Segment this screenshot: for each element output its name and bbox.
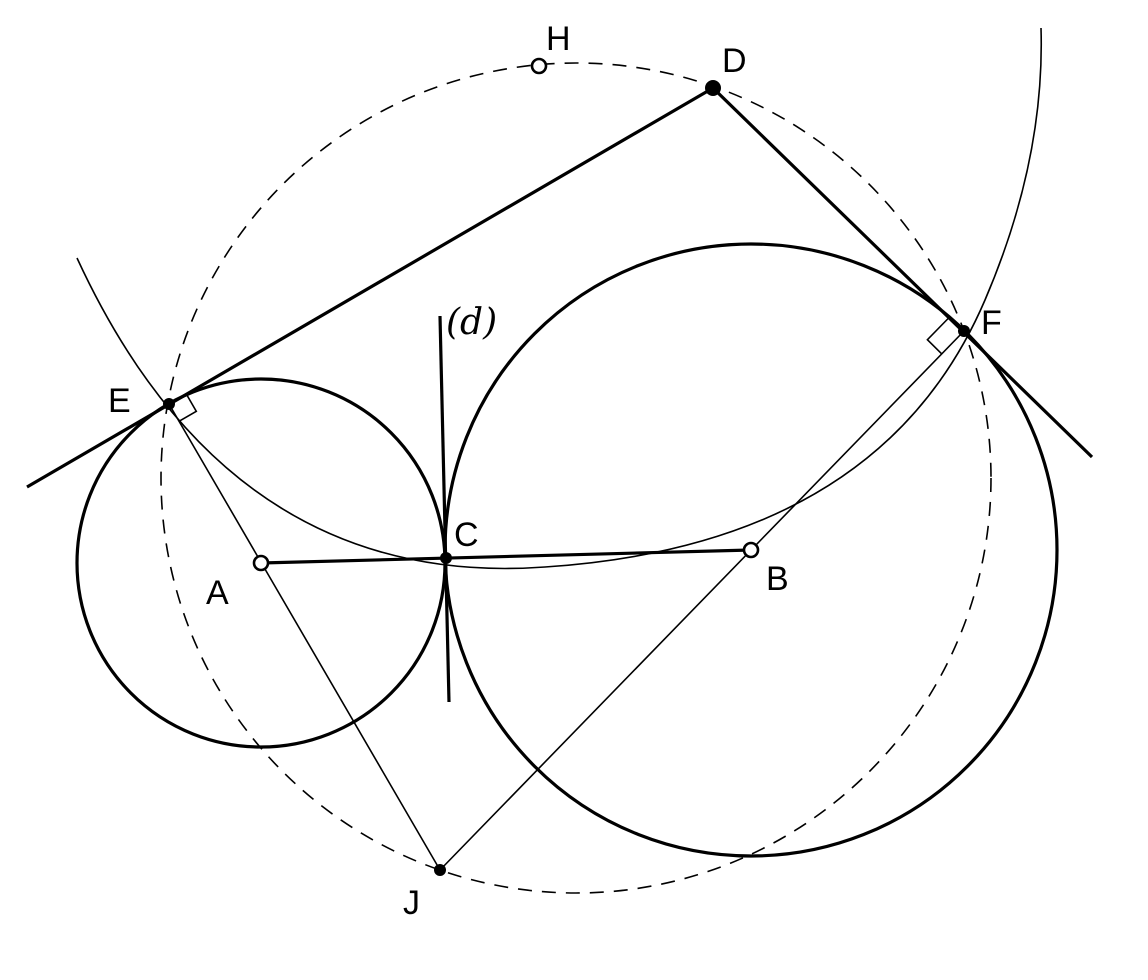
right-angle-marker-e [178,393,198,422]
segment-ab [260,548,752,565]
point-j [434,864,446,876]
point-d [705,80,721,96]
line-fj [439,330,965,871]
point-h [530,57,548,75]
label-a: A [206,574,229,612]
label-b: B [766,560,789,598]
line-ej [168,403,441,871]
point-b [742,541,760,559]
point-f [958,325,970,337]
point-a [252,554,270,572]
arc-center-d [76,27,1043,570]
point-c [440,552,452,564]
label-j: J [403,884,420,922]
label-h: H [546,20,571,58]
tangent-line-df [711,86,1094,459]
tangent-line-ed [26,86,714,489]
common-tangent-d [438,315,451,703]
label-e: E [108,382,131,420]
label-c: C [454,516,479,554]
right-angle-marker-f [926,316,951,355]
label-d: D [722,42,747,80]
label-f: F [981,304,1002,342]
label-line-d: (d) [446,302,497,343]
point-e [163,398,175,410]
dashed-circumcircle [160,62,992,894]
